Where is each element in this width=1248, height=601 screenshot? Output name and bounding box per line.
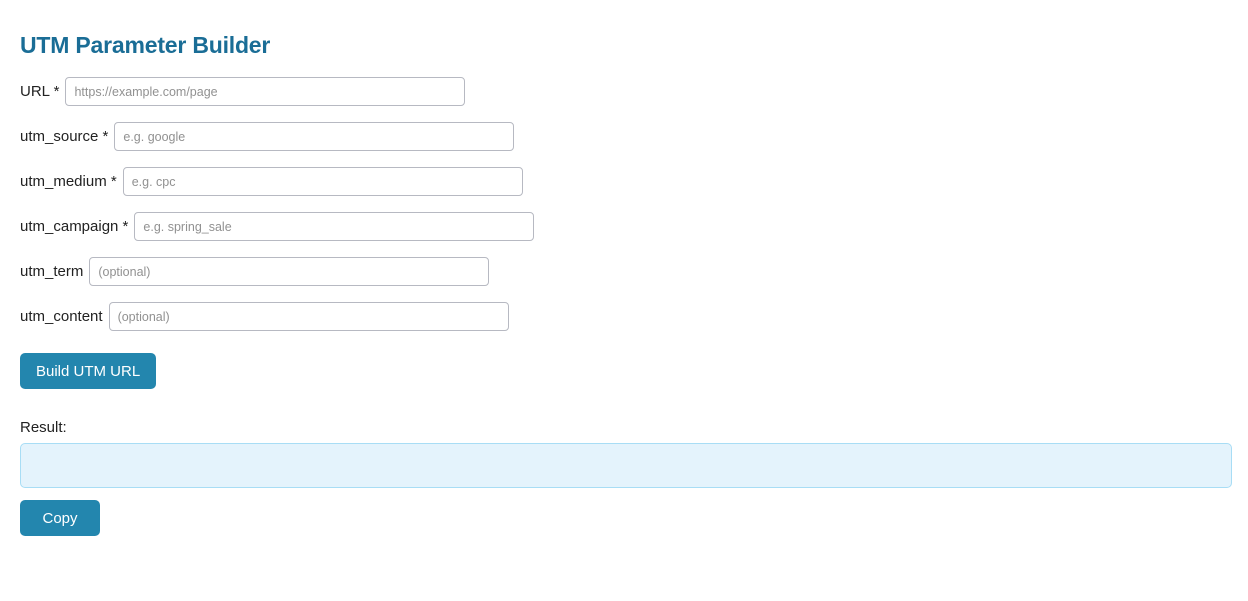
form-row-utm-campaign: utm_campaign * <box>20 212 1228 241</box>
page-title: UTM Parameter Builder <box>20 32 271 58</box>
result-output[interactable] <box>20 443 1232 488</box>
utm-builder-page: UTM Parameter Builder URL * utm_source *… <box>20 32 1232 536</box>
utm-campaign-input[interactable] <box>134 212 535 241</box>
form-row-utm-source: utm_source * <box>20 122 1228 151</box>
form-row-utm-content: utm_content <box>20 302 1228 331</box>
copy-button[interactable]: Copy <box>20 500 100 536</box>
form-row-url: URL * <box>20 77 1228 106</box>
url-input[interactable] <box>65 77 466 106</box>
utm-campaign-label: utm_campaign * <box>20 218 129 235</box>
utm-term-label: utm_term <box>20 263 84 280</box>
utm-medium-input[interactable] <box>122 167 523 196</box>
url-label: URL * <box>20 83 60 100</box>
form-row-utm-term: utm_term <box>20 257 1228 286</box>
utm-source-label: utm_source * <box>20 128 109 145</box>
result-label: Result: <box>20 419 67 436</box>
utm-source-input[interactable] <box>114 122 515 151</box>
utm-content-label: utm_content <box>20 308 103 325</box>
build-utm-url-button[interactable]: Build UTM URL <box>20 353 157 389</box>
utm-medium-label: utm_medium * <box>20 173 117 190</box>
form-row-utm-medium: utm_medium * <box>20 167 1228 196</box>
utm-content-input[interactable] <box>108 302 509 331</box>
utm-term-input[interactable] <box>89 257 490 286</box>
